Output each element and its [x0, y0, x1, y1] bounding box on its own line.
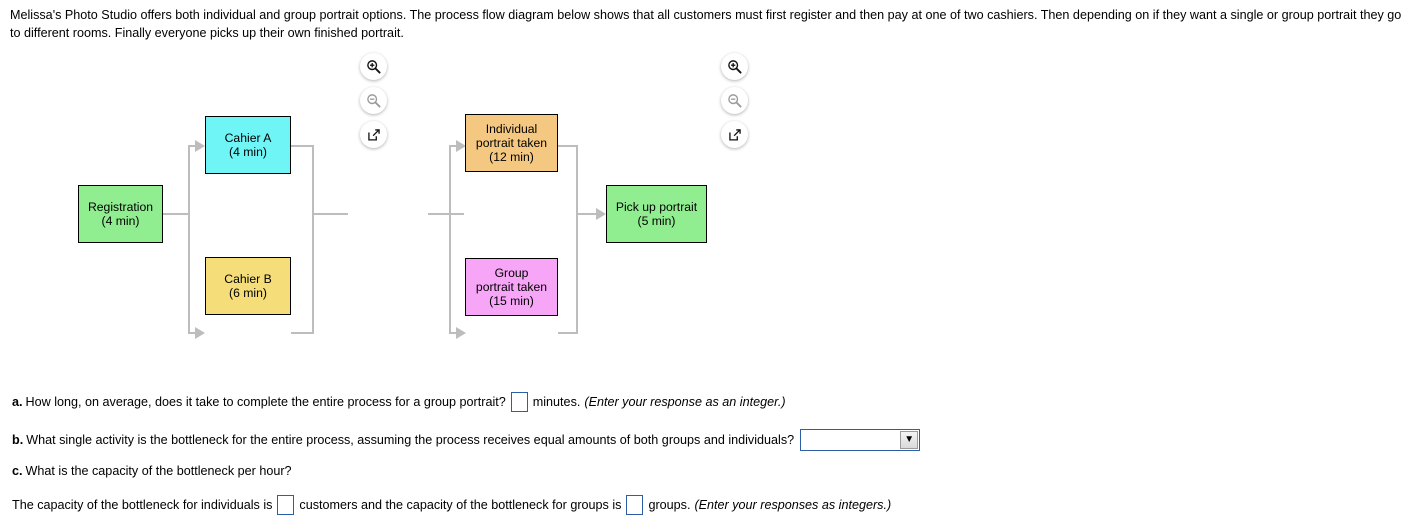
connector-individual-out [558, 145, 578, 147]
question-c-unit2: groups. [648, 497, 691, 512]
flow-node-registration-label: Registration [87, 199, 154, 214]
connector-to-cahier-b [188, 332, 200, 334]
flow-node-group-portrait: Group portrait taken (15 min) [465, 258, 558, 316]
image-controls-left [360, 53, 390, 155]
zoom-in-icon[interactable] [360, 53, 387, 80]
flow-node-registration-time: (4 min) [101, 214, 140, 228]
arrow-to-individual [456, 140, 466, 152]
flow-node-cahier-b-label: Cahier B [224, 271, 272, 286]
connector-cahier-b-out [291, 332, 314, 334]
connector-group-out [558, 332, 578, 334]
connector-registration-out [163, 213, 189, 215]
connector-to-cahier-a [188, 145, 200, 147]
question-c-answer-line: The capacity of the bottleneck for indiv… [12, 495, 891, 515]
arrow-to-group [456, 327, 466, 339]
question-c-hint: (Enter your responses as integers.) [694, 497, 892, 512]
flow-node-group-time: (15 min) [489, 294, 534, 309]
question-b-text: What single activity is the bottleneck f… [26, 432, 795, 447]
arrow-to-cahier-a [195, 140, 205, 152]
connector-to-pickup [576, 213, 600, 215]
flow-node-cahier-a-label: Cahier A [224, 130, 272, 145]
question-c-part1: The capacity of the bottleneck for indiv… [12, 497, 273, 512]
question-a-hint: (Enter your response as an integer.) [584, 394, 786, 409]
question-c-text: What is the capacity of the bottleneck p… [25, 464, 292, 478]
flow-node-pickup-label: Pick up portrait [615, 199, 698, 214]
question-a: a. How long, on average, does it take to… [12, 392, 786, 412]
question-c-groups-input[interactable] [626, 495, 644, 515]
question-c-marker: c. [12, 464, 23, 478]
flow-node-pick-up-portrait: Pick up portrait (5 min) [606, 185, 707, 243]
connector-right-entry [428, 213, 464, 215]
flow-node-group-label2: portrait taken [475, 279, 548, 294]
flow-node-cahier-a-time: (4 min) [229, 145, 267, 159]
zoom-out-icon[interactable] [360, 87, 387, 114]
question-a-unit: minutes. [532, 394, 581, 409]
flow-node-pickup-time: (5 min) [637, 214, 676, 228]
chevron-down-icon[interactable]: ▼ [900, 431, 919, 449]
question-c-unit1: customers and the capacity of the bottle… [299, 497, 622, 512]
zoom-in-icon[interactable] [721, 53, 748, 80]
connector-left-exit [312, 213, 348, 215]
question-b: b. What single activity is the bottlenec… [12, 429, 921, 451]
connector-merge-left [312, 145, 314, 333]
problem-statement: Melissa's Photo Studio offers both indiv… [10, 8, 1402, 40]
flow-node-registration: Registration (4 min) [78, 185, 163, 243]
arrow-to-pickup [596, 208, 606, 220]
open-in-new-window-icon[interactable] [721, 121, 748, 148]
flow-node-individual-label2: portrait taken [475, 135, 548, 150]
connector-split-left [188, 145, 190, 333]
flow-node-cahier-a: Cahier A (4 min) [205, 116, 291, 174]
image-controls-right [721, 53, 751, 155]
flow-node-individual-portrait: Individual portrait taken (12 min) [465, 114, 558, 172]
open-in-new-window-icon[interactable] [360, 121, 387, 148]
process-flow-diagram: Registration (4 min) Cahier A (4 min) Ca… [0, 44, 1411, 374]
zoom-out-icon[interactable] [721, 87, 748, 114]
question-b-dropdown[interactable]: ▼ [800, 429, 921, 451]
connector-to-individual [449, 145, 461, 147]
connector-cahier-a-out [291, 145, 314, 147]
connector-to-group [449, 332, 461, 334]
question-c-individuals-input[interactable] [277, 495, 295, 515]
flow-node-cahier-b: Cahier B (6 min) [205, 257, 291, 315]
question-a-text: How long, on average, does it take to co… [25, 394, 506, 409]
question-a-input[interactable] [510, 392, 528, 412]
question-b-marker: b. [12, 432, 24, 447]
arrow-to-cahier-b [195, 327, 205, 339]
flow-node-individual-label: Individual [485, 121, 538, 136]
question-c: c. What is the capacity of the bottlenec… [12, 463, 292, 480]
question-a-marker: a. [12, 394, 23, 409]
flow-node-group-label: Group [494, 265, 529, 280]
flow-node-individual-time: (12 min) [489, 150, 534, 165]
connector-merge-right [576, 145, 578, 333]
flow-node-cahier-b-time: (6 min) [229, 286, 267, 300]
connector-split-right [449, 145, 451, 333]
